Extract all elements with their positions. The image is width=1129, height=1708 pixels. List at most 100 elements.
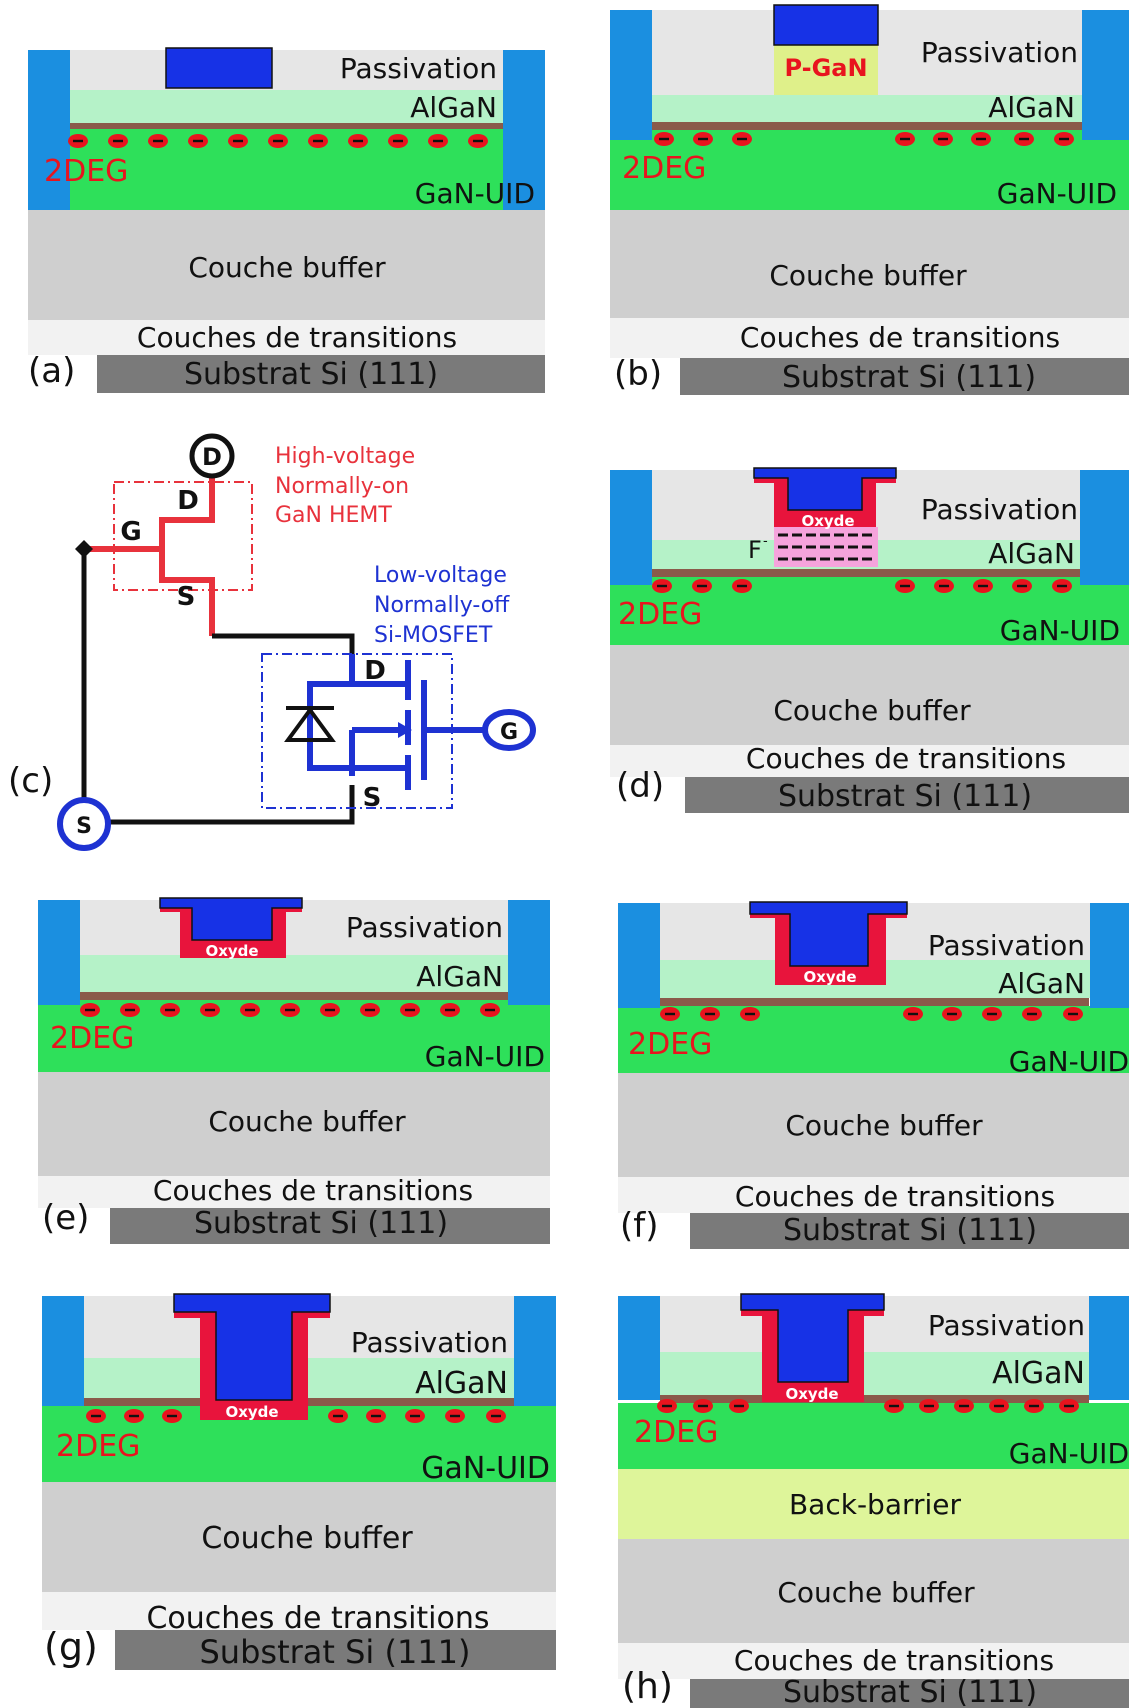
buffer-label: Couche buffer [188, 251, 386, 284]
substrate-layer [97, 355, 545, 393]
panel-c-cascode-circuit: D S D G S High-voltage Normally-on GaN H… [8, 433, 536, 851]
source-contact [28, 50, 70, 210]
pgan-label: P-GaN [784, 54, 867, 82]
gate-metal [165, 47, 273, 89]
body-diode-icon [284, 706, 336, 742]
source-contact [610, 10, 652, 140]
hemt-box [113, 481, 253, 591]
panel-tag: (b) [614, 354, 662, 394]
fluorine-charge-label: - [763, 534, 768, 549]
2deg-label: 2DEG [56, 1429, 140, 1464]
transitions-layer [618, 1177, 1129, 1213]
algan-label: AlGaN [410, 91, 497, 124]
buffer-layer [42, 1482, 556, 1592]
oxyde-label: Oxyde [801, 512, 854, 530]
transitions-label: Couches de transitions [746, 742, 1066, 775]
source-contact [618, 903, 660, 1008]
oxyde-label: Oxyde [205, 942, 258, 960]
2deg-label: 2DEG [634, 1415, 718, 1450]
source-contact [610, 470, 652, 585]
panel-b: P-GaN Passivation AlGaN 2DEG GaN-UID Cou… [610, 4, 1129, 395]
buffer-label: Couche buffer [777, 1576, 975, 1609]
algan-label: AlGaN [992, 1356, 1085, 1391]
cascode-wiring [81, 549, 355, 825]
source-contact [618, 1296, 660, 1400]
fluorine-dash-lines [778, 533, 875, 561]
buffer-layer [618, 1539, 1129, 1643]
transitions-layer [38, 1176, 550, 1208]
source-contact [42, 1296, 84, 1406]
interface-line [80, 992, 508, 1000]
panel-tag: (g) [44, 1625, 98, 1669]
2deg-label: 2DEG [622, 151, 706, 186]
substrate-layer [685, 777, 1129, 813]
panel-tag: (f) [620, 1206, 659, 1246]
source-contact [38, 900, 80, 1005]
substrate-label: Substrat Si (111) [199, 1633, 470, 1671]
substrate-layer [690, 1679, 1129, 1708]
algan-label: AlGaN [988, 91, 1075, 124]
mosfet-desc-2: Normally-off [374, 593, 510, 618]
panel-a: Passivation AlGaN 2DEG GaN-UID Couche bu… [28, 47, 545, 393]
hemt-s-label: S [177, 582, 196, 612]
source-terminal [57, 797, 111, 851]
drain-contact [1090, 903, 1129, 1008]
passivation-label: Passivation [921, 36, 1078, 69]
panel-e: Oxyde Passivation AlGaN 2DEG GaN-UID Cou… [38, 897, 550, 1244]
gate-terminal-label: G [500, 720, 518, 745]
transitions-layer [28, 320, 545, 355]
panel-tag: (c) [8, 761, 53, 801]
drain-contact [1082, 10, 1129, 140]
gate-metal [159, 897, 303, 941]
source-terminal-label: S [76, 814, 92, 839]
gate-terminal [482, 709, 536, 751]
mosfet-d-label: D [364, 656, 386, 686]
gate-metal [753, 467, 897, 511]
transitions-label: Couches de transitions [153, 1174, 473, 1207]
passivation-label: Passivation [351, 1326, 508, 1359]
pgan-layer [774, 45, 878, 95]
passivation-label: Passivation [921, 493, 1078, 526]
panel-tag: (h) [622, 1666, 673, 1707]
buffer-label: Couche buffer [773, 694, 971, 727]
mosfet-arrow [398, 722, 412, 738]
buffer-label: Couche buffer [201, 1521, 413, 1556]
buffer-layer [618, 1073, 1129, 1177]
gan-label: GaN-UID [1000, 614, 1120, 647]
algan-layer [38, 955, 550, 992]
hemt-symbol [84, 470, 215, 636]
buffer-label: Couche buffer [769, 259, 967, 292]
substrate-label: Substrat Si (111) [778, 779, 1032, 814]
interface-line [650, 569, 1080, 577]
transitions-label: Couches de transitions [735, 1180, 1055, 1213]
gan-label: GaN-UID [1009, 1437, 1129, 1470]
transitions-layer [42, 1592, 556, 1630]
hemt-desc-1: High-voltage [275, 444, 415, 469]
interface-line [650, 122, 1082, 130]
oxyde-label: Oxyde [225, 1403, 278, 1421]
buffer-label: Couche buffer [208, 1105, 406, 1138]
transitions-label: Couches de transitions [734, 1644, 1054, 1677]
panel-tag: (e) [42, 1198, 89, 1238]
2deg-label: 2DEG [628, 1027, 712, 1062]
hemt-desc-2: Normally-on [275, 474, 409, 499]
gan-label: GaN-UID [1009, 1045, 1129, 1078]
gan-label: GaN-UID [997, 177, 1117, 210]
interface-line [660, 1395, 1089, 1403]
2deg-label: 2DEG [50, 1021, 134, 1056]
panel-tag: (d) [616, 766, 664, 806]
drain-contact [1080, 470, 1129, 585]
mosfet-desc-3: Si-MOSFET [374, 623, 493, 648]
drain-contact [1089, 1296, 1129, 1400]
algan-label: AlGaN [415, 1366, 508, 1401]
drain-contact [508, 900, 550, 1005]
algan-label: AlGaN [416, 960, 503, 993]
mosfet-s-label: S [363, 783, 382, 813]
passivation-label: Passivation [340, 52, 497, 85]
2deg-label: 2DEG [618, 597, 702, 632]
drain-contact [503, 50, 545, 210]
transitions-label: Couches de transitions [137, 321, 457, 354]
substrate-layer [680, 358, 1129, 395]
gan-label: GaN-UID [421, 1451, 550, 1486]
